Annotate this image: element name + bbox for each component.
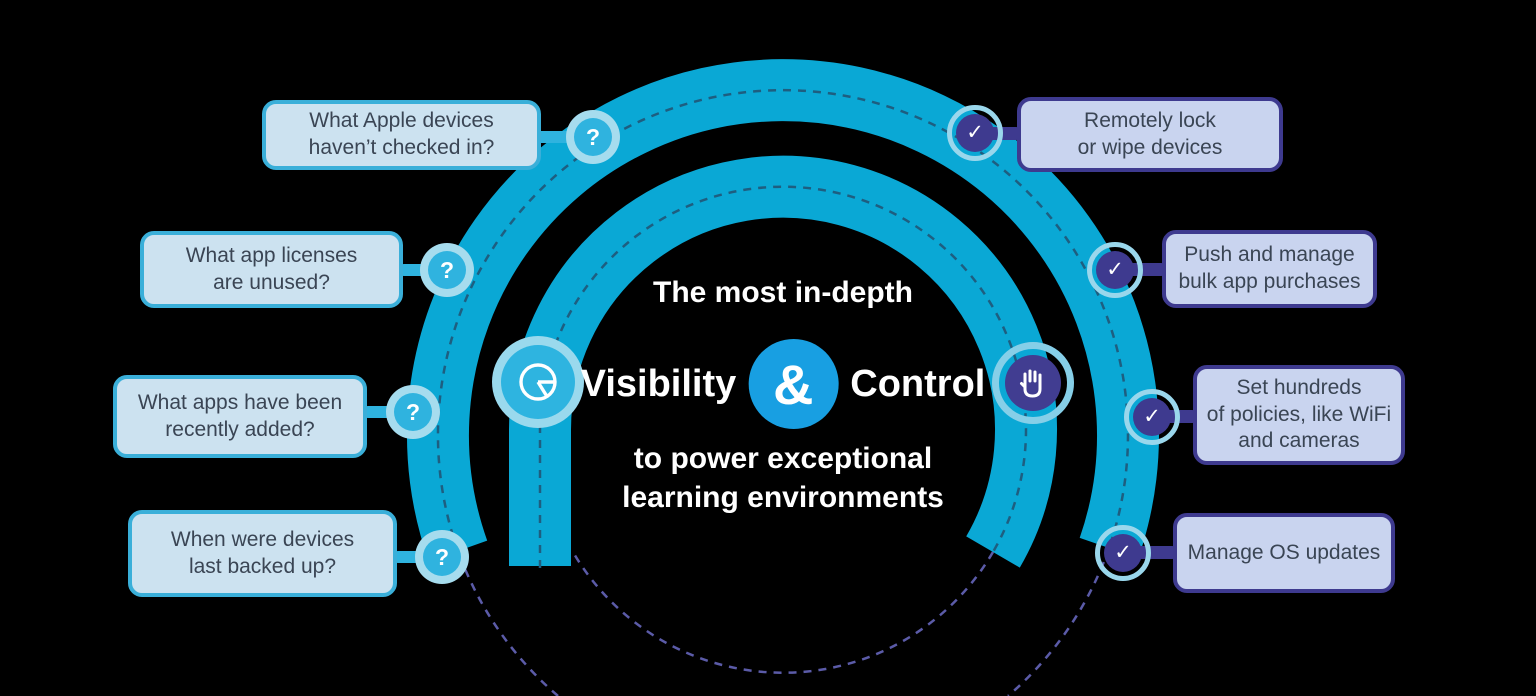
callout-label: Push and manage bulk app purchases — [1178, 243, 1361, 293]
check-glyph: ✓ — [1114, 540, 1132, 564]
headline-control: Control — [850, 362, 986, 405]
callout-box-devices-checked-in: What Apple devices haven’t checked in? — [262, 100, 541, 170]
check-icon: ✓ — [1096, 251, 1134, 289]
check-icon: ✓ — [1104, 534, 1142, 572]
outer-orbit-dashed-right — [1007, 547, 1111, 696]
check-glyph: ✓ — [1106, 257, 1124, 281]
callout-box-bulk-apps: Push and manage bulk app purchases — [1162, 230, 1377, 308]
headline-amp-row: Visibility & Control — [580, 339, 986, 429]
ampersand-badge: & — [748, 339, 839, 429]
callout-label: When were devices last backed up? — [170, 527, 355, 578]
question-glyph: ? — [434, 543, 450, 570]
headline-line3: learning environments — [622, 481, 944, 514]
callout-label: What apps have been recently added? — [137, 390, 343, 441]
check-icon: ✓ — [1133, 398, 1171, 436]
hand-icon — [1005, 355, 1061, 411]
callout-box-apps-added: What apps have been recently added? — [113, 375, 367, 458]
question-icon: ? — [428, 251, 466, 289]
callout-box-devices-backed-up: When were devices last backed up? — [128, 510, 397, 597]
callout-label: Remotely lock or wipe devices — [1077, 108, 1223, 159]
question-glyph: ? — [405, 398, 421, 425]
check-glyph: ✓ — [1143, 404, 1161, 428]
hand-glyph — [1020, 369, 1042, 398]
pie-chart-icon — [501, 345, 575, 419]
callout-label: Set hundreds of policies, like WiFi and … — [1206, 375, 1392, 453]
callout-box-app-licenses: What app licenses are unused? — [140, 231, 403, 308]
outer-orbit-dashed-left — [456, 550, 559, 696]
callout-box-policies: Set hundreds of policies, like WiFi and … — [1193, 365, 1405, 465]
question-icon: ? — [574, 118, 612, 156]
callout-box-lock-wipe: Remotely lock or wipe devices — [1017, 97, 1283, 172]
check-icon: ✓ — [956, 114, 994, 152]
inner-orbit-dashed-bottom — [571, 551, 995, 674]
callout-label: Manage OS updates — [1187, 540, 1381, 564]
question-icon: ? — [423, 538, 461, 576]
headline-line2: to power exceptional — [633, 442, 933, 475]
callout-box-os-updates: Manage OS updates — [1173, 513, 1395, 593]
callout-label: What app licenses are unused? — [185, 243, 358, 294]
callout-label: What Apple devices haven’t checked in? — [308, 109, 495, 159]
headline-line1: The most in-depth — [653, 276, 913, 309]
pie-chart-glyph — [519, 363, 557, 401]
headline-visibility: Visibility — [580, 362, 737, 405]
question-glyph: ? — [439, 256, 455, 283]
question-glyph: ? — [585, 123, 601, 150]
check-glyph: ✓ — [966, 120, 984, 144]
question-icon: ? — [394, 393, 432, 431]
